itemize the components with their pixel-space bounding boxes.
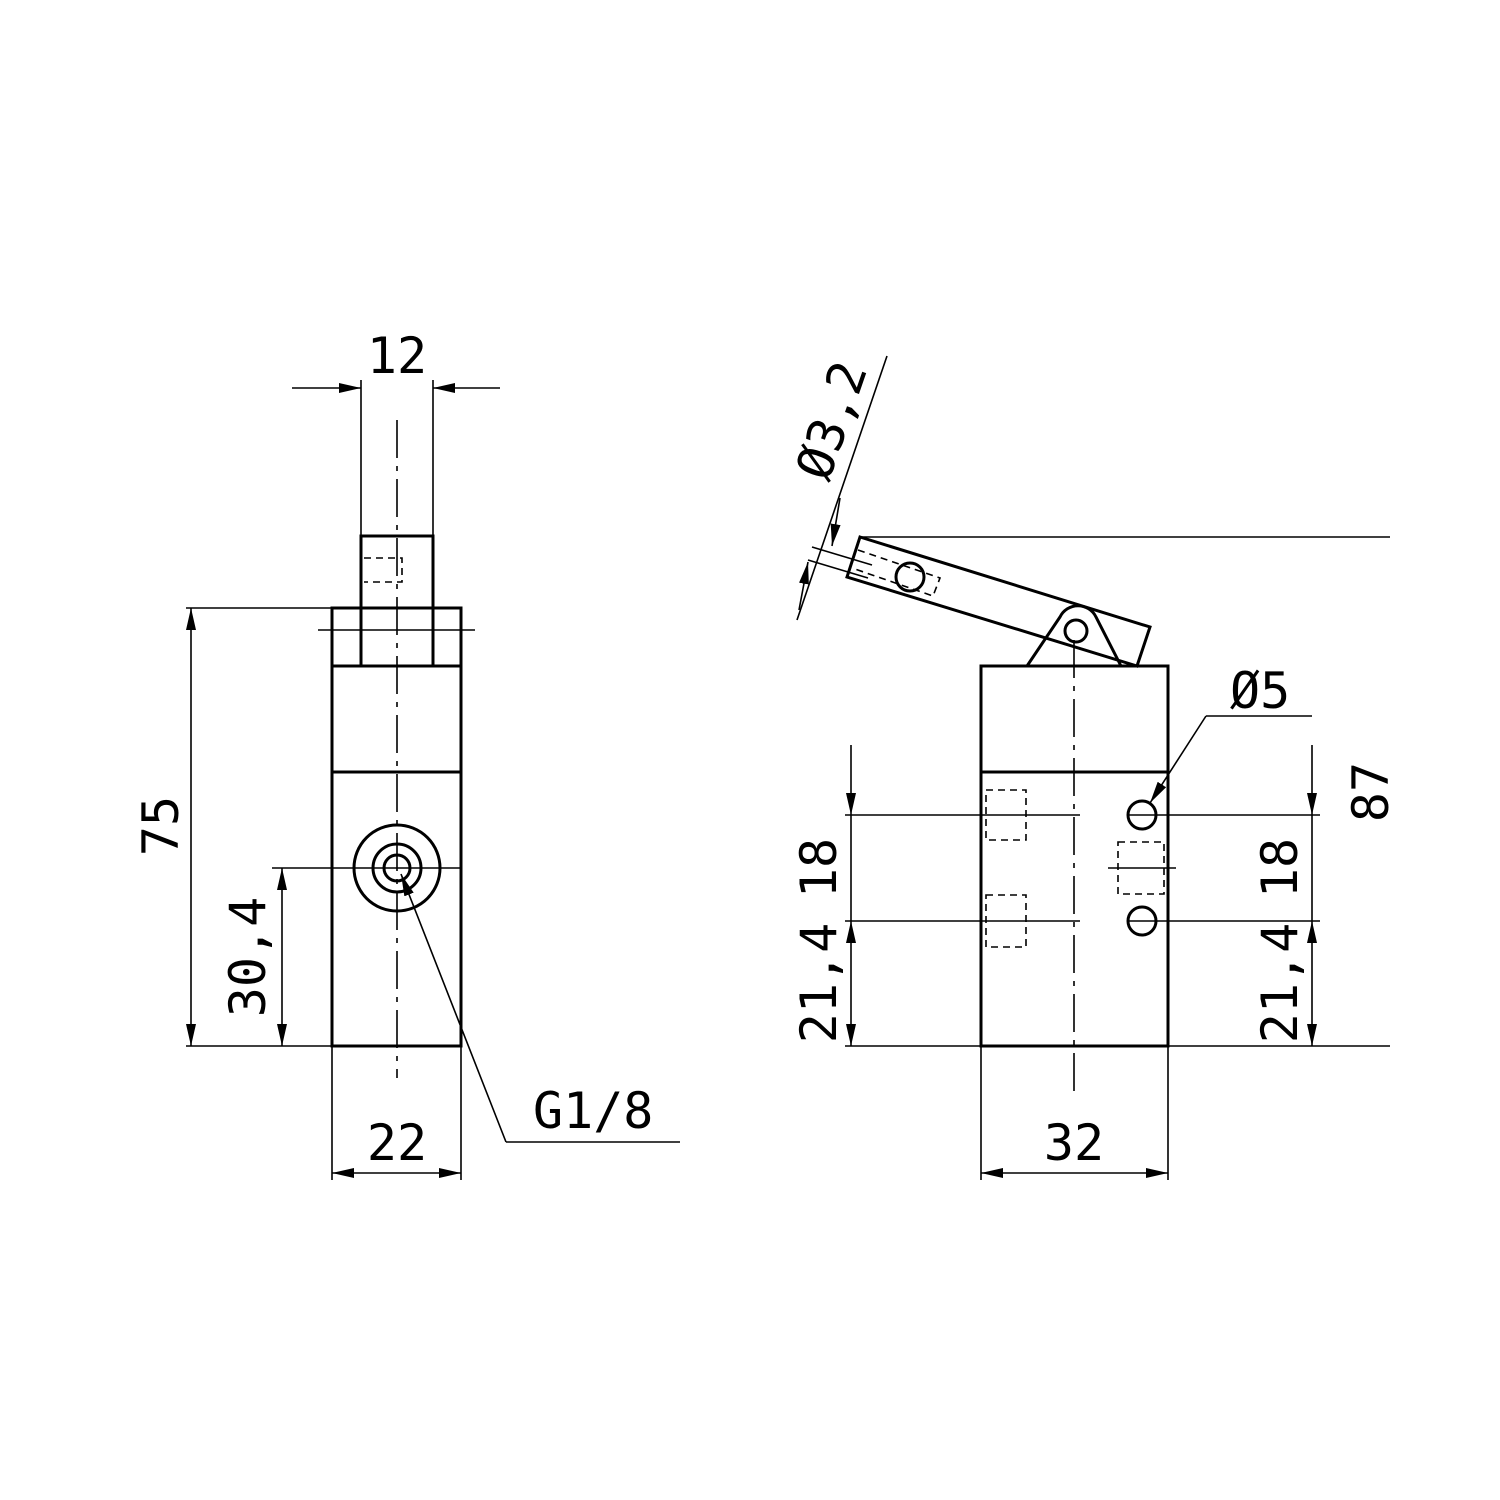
dim-30-4-label: 30,4 xyxy=(219,897,277,1017)
g18-leader-arrow xyxy=(400,873,507,1143)
lever-roller-hole xyxy=(894,561,926,593)
dim-d5-label: Ø5 xyxy=(1230,662,1290,720)
dim-d3-2-extension-top xyxy=(811,546,873,566)
lever-bracket xyxy=(1025,604,1123,667)
front-stem-hidden-pin xyxy=(364,557,403,583)
dim-32-label: 32 xyxy=(1044,1114,1104,1172)
dim-right-18-label: 18 xyxy=(1251,838,1309,898)
dim-d3-2-line xyxy=(796,355,888,621)
dim-d3-2-arrow-top xyxy=(830,497,841,547)
lever-arm xyxy=(845,535,1152,668)
dim-left-18-label: 18 xyxy=(790,838,848,898)
dim-12-label: 12 xyxy=(367,327,427,385)
dim-d3-2-arrow-bottom xyxy=(798,561,809,611)
dim-75-label: 75 xyxy=(132,796,190,856)
dim-left-21-4-label: 21,4 xyxy=(790,923,848,1043)
side-view: Ø3,2 Ø5 18 21,4 18 21,4 87 xyxy=(785,354,1400,1180)
port-thread-label: G1/8 xyxy=(533,1082,653,1140)
dim-right-21-4-label: 21,4 xyxy=(1251,923,1309,1043)
lever-hidden-bore xyxy=(851,549,942,598)
dim-22-label: 22 xyxy=(367,1114,427,1172)
lever-pivot-pin xyxy=(1063,618,1089,644)
front-view: 12 75 30,4 22 G1/8 xyxy=(132,327,680,1180)
dim-87-label: 87 xyxy=(1342,762,1400,822)
dim-d3-2-extension-bottom xyxy=(807,559,869,579)
d5-leader-arrow xyxy=(1149,715,1207,804)
